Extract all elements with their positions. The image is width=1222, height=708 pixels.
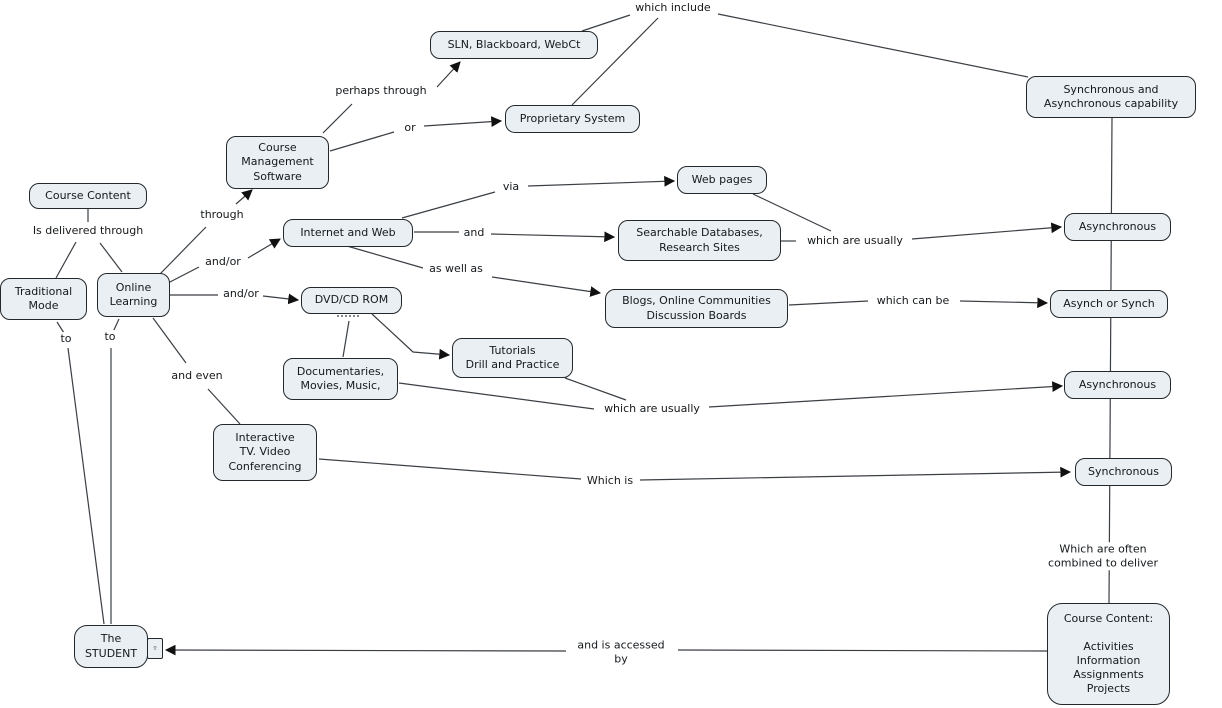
connector-and-searchable-arrow bbox=[490, 231, 616, 243]
node-dvd-cd-rom[interactable]: DVD/CD ROM bbox=[301, 287, 402, 314]
connector-blogs-whichcanbe bbox=[788, 300, 869, 306]
node-blogs-communities[interactable]: Blogs, Online Communities Discussion Boa… bbox=[605, 289, 788, 328]
node-sync-async-capability[interactable]: Synchronous and Asynchronous capability bbox=[1026, 76, 1196, 118]
link-label-perhaps-through[interactable]: perhaps through bbox=[332, 84, 430, 98]
connector-online-andeven bbox=[152, 317, 187, 364]
connector-sln-include bbox=[581, 14, 631, 32]
node-the-student[interactable]: The STUDENT bbox=[74, 625, 148, 668]
node-online-learning[interactable]: Online Learning bbox=[97, 273, 170, 317]
link-label-is-delivered-through[interactable]: Is delivered through bbox=[29, 224, 147, 238]
connector-capability-spine bbox=[1108, 117, 1113, 604]
connector-andor1-internet-arrow bbox=[247, 238, 281, 259]
connector-webpages-usually1 bbox=[752, 193, 832, 232]
node-course-content[interactable]: Course Content bbox=[29, 183, 147, 209]
link-label-or[interactable]: or bbox=[401, 121, 419, 135]
node-sln-blackboard-webct[interactable]: SLN, Blackboard, WebCt bbox=[430, 31, 598, 59]
link-label-via[interactable]: via bbox=[499, 180, 523, 194]
node-course-management-software[interactable]: Course Management Software bbox=[226, 136, 329, 189]
connector-through-cms-arrow bbox=[235, 189, 253, 205]
link-label-accessed-by[interactable]: and is accessed by bbox=[574, 638, 668, 666]
node-web-pages[interactable]: Web pages bbox=[677, 166, 767, 194]
link-label-combined[interactable]: Which are often combined to deliver bbox=[1043, 542, 1163, 570]
connector-tv-whichis bbox=[318, 458, 582, 480]
connector-or-proprietary-arrow bbox=[423, 116, 503, 128]
link-label-through[interactable]: through bbox=[197, 208, 247, 222]
link-label-which-are-usually-1[interactable]: which are usually bbox=[804, 234, 906, 248]
node-internet-and-web[interactable]: Internet and Web bbox=[283, 219, 413, 247]
connector-tutorials-usually2 bbox=[564, 377, 627, 401]
link-label-as-well-as[interactable]: as well as bbox=[426, 262, 486, 276]
connector-usually1-async1-arrow bbox=[911, 222, 1063, 240]
connector-online-andor1 bbox=[167, 266, 200, 284]
connector-label-traditional bbox=[55, 241, 77, 279]
connector-detail-accessed bbox=[677, 649, 1048, 652]
link-label-which-include[interactable]: which include bbox=[632, 1, 714, 15]
connector-proprietary-include bbox=[571, 17, 659, 106]
connector-online-to bbox=[112, 318, 120, 333]
connector-cms-perhaps bbox=[322, 103, 353, 134]
node-course-content-detail[interactable]: Course Content: Activities Information A… bbox=[1047, 603, 1170, 705]
node-asynch-or-synch[interactable]: Asynch or Synch bbox=[1050, 290, 1168, 318]
connector-accessed-student-arrow bbox=[164, 644, 567, 656]
connector-traditional-to bbox=[56, 321, 65, 334]
node-tutorials-drill-practice[interactable]: Tutorials Drill and Practice bbox=[452, 338, 573, 378]
connector-to-student-1 bbox=[67, 347, 105, 625]
node-asynchronous-2[interactable]: Asynchronous bbox=[1064, 371, 1171, 399]
node-asynchronous-1[interactable]: Asynchronous bbox=[1064, 213, 1171, 241]
connector-cms-or bbox=[329, 131, 395, 152]
node-synchronous[interactable]: Synchronous bbox=[1075, 458, 1172, 486]
connector-online-through bbox=[159, 226, 207, 275]
node-traditional-mode[interactable]: Traditional Mode bbox=[0, 278, 87, 320]
node-documentaries-movies-music[interactable]: Documentaries, Movies, Music, bbox=[283, 358, 398, 400]
link-label-and-even[interactable]: and even bbox=[168, 369, 226, 383]
node-proprietary-system[interactable]: Proprietary System bbox=[505, 105, 640, 133]
node-interactive-tv-video[interactable]: Interactive TV. Video Conferencing bbox=[213, 424, 317, 481]
link-label-and-or-1[interactable]: and/or bbox=[202, 255, 244, 269]
connector-via-webpages-arrow bbox=[527, 175, 676, 187]
link-label-and[interactable]: and bbox=[460, 226, 488, 240]
node-searchable-databases[interactable]: Searchable Databases, Research Sites bbox=[618, 220, 781, 261]
collapsed-node-indicator-icon[interactable]: º bbox=[147, 638, 163, 659]
connector-whichis-synchronous-arrow bbox=[639, 466, 1072, 481]
connector-label-online bbox=[99, 242, 123, 273]
connector-dvd-documentaries bbox=[342, 320, 350, 358]
link-label-which-is[interactable]: Which is bbox=[583, 474, 637, 488]
connector-perhaps-sln-arrow bbox=[436, 61, 461, 88]
link-label-and-or-2[interactable]: and/or bbox=[220, 287, 262, 301]
connector-aswellas-blogs-arrow bbox=[491, 276, 602, 297]
connector-usually2-async2-arrow bbox=[708, 381, 1064, 408]
connector-internet-via bbox=[401, 191, 496, 219]
connector-dvd-tutorials-arrow bbox=[371, 313, 451, 360]
link-label-which-can-be[interactable]: which can be bbox=[873, 294, 953, 308]
connector-whichcanbe-aos-arrow bbox=[959, 297, 1049, 309]
connector-include-capability bbox=[717, 13, 1029, 78]
connector-andor2-dvd-arrow bbox=[262, 293, 300, 305]
link-label-to-2[interactable]: to bbox=[101, 330, 119, 344]
link-label-to-1[interactable]: to bbox=[57, 332, 75, 346]
link-label-which-are-usually-2[interactable]: which are usually bbox=[601, 402, 703, 416]
connector-andeven-tv bbox=[207, 388, 241, 425]
connector-internet-aswellas bbox=[346, 245, 424, 269]
connector-documentaries-usually2 bbox=[398, 382, 595, 410]
